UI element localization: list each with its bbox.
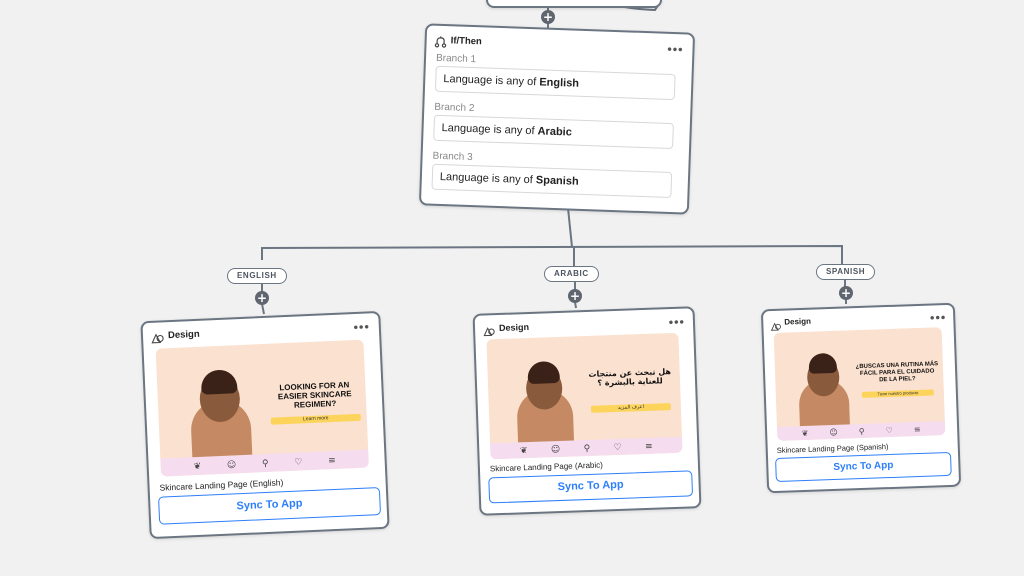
preview-cta: Learn more (270, 413, 361, 425)
design-caption: Skincare Landing Page (Arabic) (489, 460, 604, 474)
branch-icon (434, 35, 447, 53)
card-title: Design (784, 316, 812, 327)
leaf-icon: ❦ (193, 461, 202, 473)
dropper-icon: ⚲ (261, 458, 269, 470)
design-card-english[interactable]: Design ••• LOOKING FOR AN EASIER SKINCAR… (140, 310, 390, 540)
branch-tag-english[interactable]: ENGLISH (227, 268, 287, 284)
menu-icon: ≡ (644, 441, 653, 452)
dropper-icon: ⚲ (583, 443, 591, 455)
design-card-arabic[interactable]: Design ••• هل تبحث عن منتجات للعناية بال… (472, 306, 702, 516)
menu-icon: ≡ (327, 455, 336, 467)
add-step-button-spanish[interactable]: + (839, 286, 853, 300)
landing-page-preview[interactable]: ¿BUSCAS UNA RUTINA MÁS FÁCIL PARA EL CUI… (773, 327, 946, 441)
heart-icon: ♡ (294, 457, 303, 468)
ifthen-card[interactable]: If/Then ••• Branch 1 Language is any of … (418, 23, 696, 215)
dropper-icon: ⚲ (858, 426, 865, 437)
design-icon (483, 323, 496, 341)
branch-tag-arabic[interactable]: ARABIC (544, 266, 599, 282)
preview-headline: ¿BUSCAS UNA RUTINA MÁS FÁCIL PARA EL CUI… (855, 361, 939, 384)
sync-to-app-button[interactable]: Sync To App (775, 451, 952, 483)
design-caption: Skincare Landing Page (Spanish) (776, 442, 889, 455)
previous-step-card[interactable] (486, 0, 662, 8)
design-icon (770, 318, 782, 336)
branch-tag-spanish[interactable]: SPANISH (816, 264, 876, 280)
model-photo (507, 360, 575, 443)
leaf-icon: ❦ (801, 428, 809, 439)
card-title: Design (498, 321, 530, 334)
preview-cta: Tiene nuestro producto (861, 389, 934, 398)
branch-3-label: Branch 3 (432, 150, 473, 164)
menu-icon: ≡ (913, 424, 921, 435)
add-step-button-english[interactable]: + (255, 291, 269, 305)
smile-icon: ☺ (829, 427, 838, 438)
sync-to-app-button[interactable]: Sync To App (488, 470, 694, 504)
preview-headline: LOOKING FOR AN EASIER SKINCARE REGIMEN? (277, 380, 352, 410)
condition-value: Spanish (535, 174, 579, 188)
smile-icon: ☺ (226, 460, 237, 471)
leaf-icon: ❦ (519, 446, 528, 457)
condition-prefix: Language is any of (441, 121, 538, 138)
more-options-icon[interactable]: ••• (667, 317, 685, 330)
condition-prefix: Language is any of (439, 170, 537, 187)
preview-cta: اعرف المزيد (590, 403, 672, 413)
model-photo (179, 369, 253, 458)
design-caption: Skincare Landing Page (English) (159, 477, 284, 493)
condition-value: Arabic (537, 125, 573, 139)
heart-icon: ♡ (885, 425, 893, 436)
model-photo (790, 352, 850, 427)
branch-2-label: Branch 2 (434, 101, 475, 115)
branch-1-label: Branch 1 (435, 52, 477, 66)
branch-3-condition[interactable]: Language is any of Spanish (431, 163, 673, 199)
landing-page-preview[interactable]: LOOKING FOR AN EASIER SKINCARE REGIMEN? … (155, 339, 369, 477)
card-title: Design (167, 328, 200, 342)
add-step-button-top[interactable]: + (541, 10, 555, 24)
condition-prefix: Language is any of (443, 73, 540, 89)
more-options-icon[interactable]: ••• (352, 322, 370, 335)
more-options-icon[interactable]: ••• (666, 44, 683, 57)
add-step-button-arabic[interactable]: + (568, 289, 582, 303)
smile-icon: ☺ (550, 444, 561, 456)
condition-value: English (539, 76, 580, 90)
sync-to-app-button[interactable]: Sync To App (158, 487, 382, 525)
heart-icon: ♡ (613, 442, 622, 454)
landing-page-preview[interactable]: هل تبحث عن منتجات للعناية بالبشرة ؟ اعرف… (486, 332, 683, 460)
branch-1-condition[interactable]: Language is any of English (434, 65, 676, 101)
design-card-spanish[interactable]: Design ••• ¿BUSCAS UNA RUTINA MÁS FÁCIL … (760, 302, 962, 494)
design-icon (151, 330, 165, 349)
more-options-icon[interactable]: ••• (928, 313, 946, 325)
ifthen-title: If/Then (450, 35, 482, 48)
branch-2-condition[interactable]: Language is any of Arabic (433, 114, 674, 150)
preview-headline: هل تبحث عن منتجات للعناية بالبشرة ؟ (588, 367, 672, 388)
